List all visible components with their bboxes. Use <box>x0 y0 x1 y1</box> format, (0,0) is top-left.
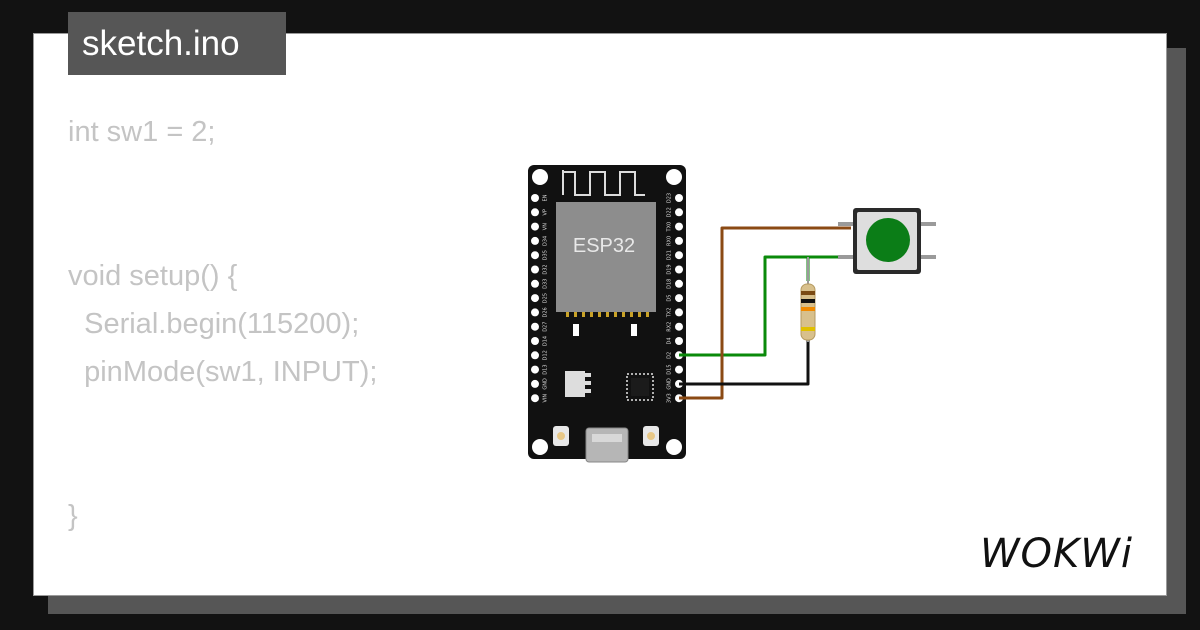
usb-chip <box>626 373 654 401</box>
pin-d21[interactable] <box>675 251 683 260</box>
pin-en[interactable] <box>531 194 539 202</box>
wire-gnd-to-resistor[interactable] <box>679 339 810 386</box>
pin-label-d35: D35 <box>543 250 549 260</box>
code-editor: int sw1 = 2; void setup() { Serial.begin… <box>68 116 378 532</box>
pin-label-d4: D4 <box>667 337 673 344</box>
pin-label-vp: VP <box>543 209 549 215</box>
pin-label-d18: D18 <box>667 279 673 289</box>
esp32-module <box>556 202 656 312</box>
mount-hole <box>532 169 548 185</box>
antenna-trace <box>562 170 645 196</box>
pin-d35[interactable] <box>531 251 539 260</box>
board-label: ESP32 <box>573 235 635 257</box>
pin-d27[interactable] <box>531 322 539 331</box>
pin-label-rx2: RX2 <box>667 322 673 332</box>
pin-d5[interactable] <box>675 294 683 303</box>
pin-label-d12: D12 <box>543 350 549 360</box>
mount-hole <box>666 169 682 185</box>
pin-d32[interactable] <box>531 265 539 274</box>
pin-label-d33: D33 <box>543 279 549 289</box>
pin-label-d5: D5 <box>667 295 673 302</box>
pin-label-gnd: GND <box>667 378 673 390</box>
pin-label-d19: D19 <box>667 264 673 274</box>
pin-d19[interactable] <box>675 265 683 274</box>
pin-tx2[interactable] <box>675 308 683 317</box>
pin-d23[interactable] <box>675 194 683 202</box>
pin-d26[interactable] <box>531 308 539 317</box>
pin-d12[interactable] <box>531 351 539 360</box>
wire-d2-to-button[interactable] <box>679 255 851 357</box>
pin-d25[interactable] <box>531 294 539 303</box>
wire-resistor-to-button[interactable] <box>806 255 851 281</box>
pin-vp[interactable] <box>531 208 539 217</box>
pin-d15[interactable] <box>675 365 683 374</box>
pin-label-3v3: 3V3 <box>667 393 673 403</box>
pin-label-vin: VIN <box>543 394 549 403</box>
pin-label-d26: D26 <box>543 307 549 317</box>
wokwi-logo: WOKWi <box>980 531 1133 577</box>
pin-label-d2: D2 <box>667 352 673 359</box>
mount-hole <box>666 439 682 455</box>
pin-label-d23: D23 <box>667 193 673 203</box>
pin-d33[interactable] <box>531 279 539 288</box>
pin-rx0[interactable] <box>675 236 683 245</box>
resistor[interactable] <box>800 257 816 342</box>
pin-label-d15: D15 <box>667 364 673 374</box>
pin-d14[interactable] <box>531 337 539 345</box>
pushbutton[interactable] <box>838 208 936 274</box>
pin-label-d32: D32 <box>543 264 549 274</box>
voltage-regulator <box>565 371 585 397</box>
pin-vn[interactable] <box>531 222 539 231</box>
pin-label-vn: VN <box>543 223 549 230</box>
pin-tx0[interactable] <box>675 222 683 231</box>
esp32-board[interactable]: ESP32 ENVPVND34D35D32D33D25D26D27D14D12D… <box>528 165 686 463</box>
boot-button[interactable] <box>553 426 569 446</box>
pin-gnd[interactable] <box>531 379 539 388</box>
pin-d18[interactable] <box>675 279 683 288</box>
pin-label-tx0: TX0 <box>667 222 673 233</box>
button-cap[interactable] <box>866 218 910 262</box>
pin-label-d25: D25 <box>543 293 549 303</box>
pin-label-d27: D27 <box>543 322 549 332</box>
pin-label-d13: D13 <box>543 364 549 374</box>
pin-d34[interactable] <box>531 236 539 245</box>
pin-label-d14: D14 <box>543 336 549 346</box>
reset-button[interactable] <box>643 426 659 446</box>
pin-label-rx0: RX0 <box>667 236 673 246</box>
pin-rx2[interactable] <box>675 322 683 331</box>
pin-label-d22: D22 <box>667 207 673 217</box>
pin-d13[interactable] <box>531 365 539 374</box>
micro-usb-port <box>585 427 629 463</box>
mount-hole <box>532 439 548 455</box>
pin-vin[interactable] <box>531 394 539 403</box>
pin-label-gnd: GND <box>543 378 549 390</box>
pin-label-d21: D21 <box>667 250 673 260</box>
pin-label-d34: D34 <box>543 236 549 246</box>
pin-d22[interactable] <box>675 208 683 217</box>
pin-label-tx2: TX2 <box>667 308 673 319</box>
filename-tab[interactable]: sketch.ino <box>68 12 286 75</box>
pin-d4[interactable] <box>675 337 683 345</box>
wire-3v3-to-button[interactable] <box>679 226 851 400</box>
pin-label-en: EN <box>543 194 549 201</box>
